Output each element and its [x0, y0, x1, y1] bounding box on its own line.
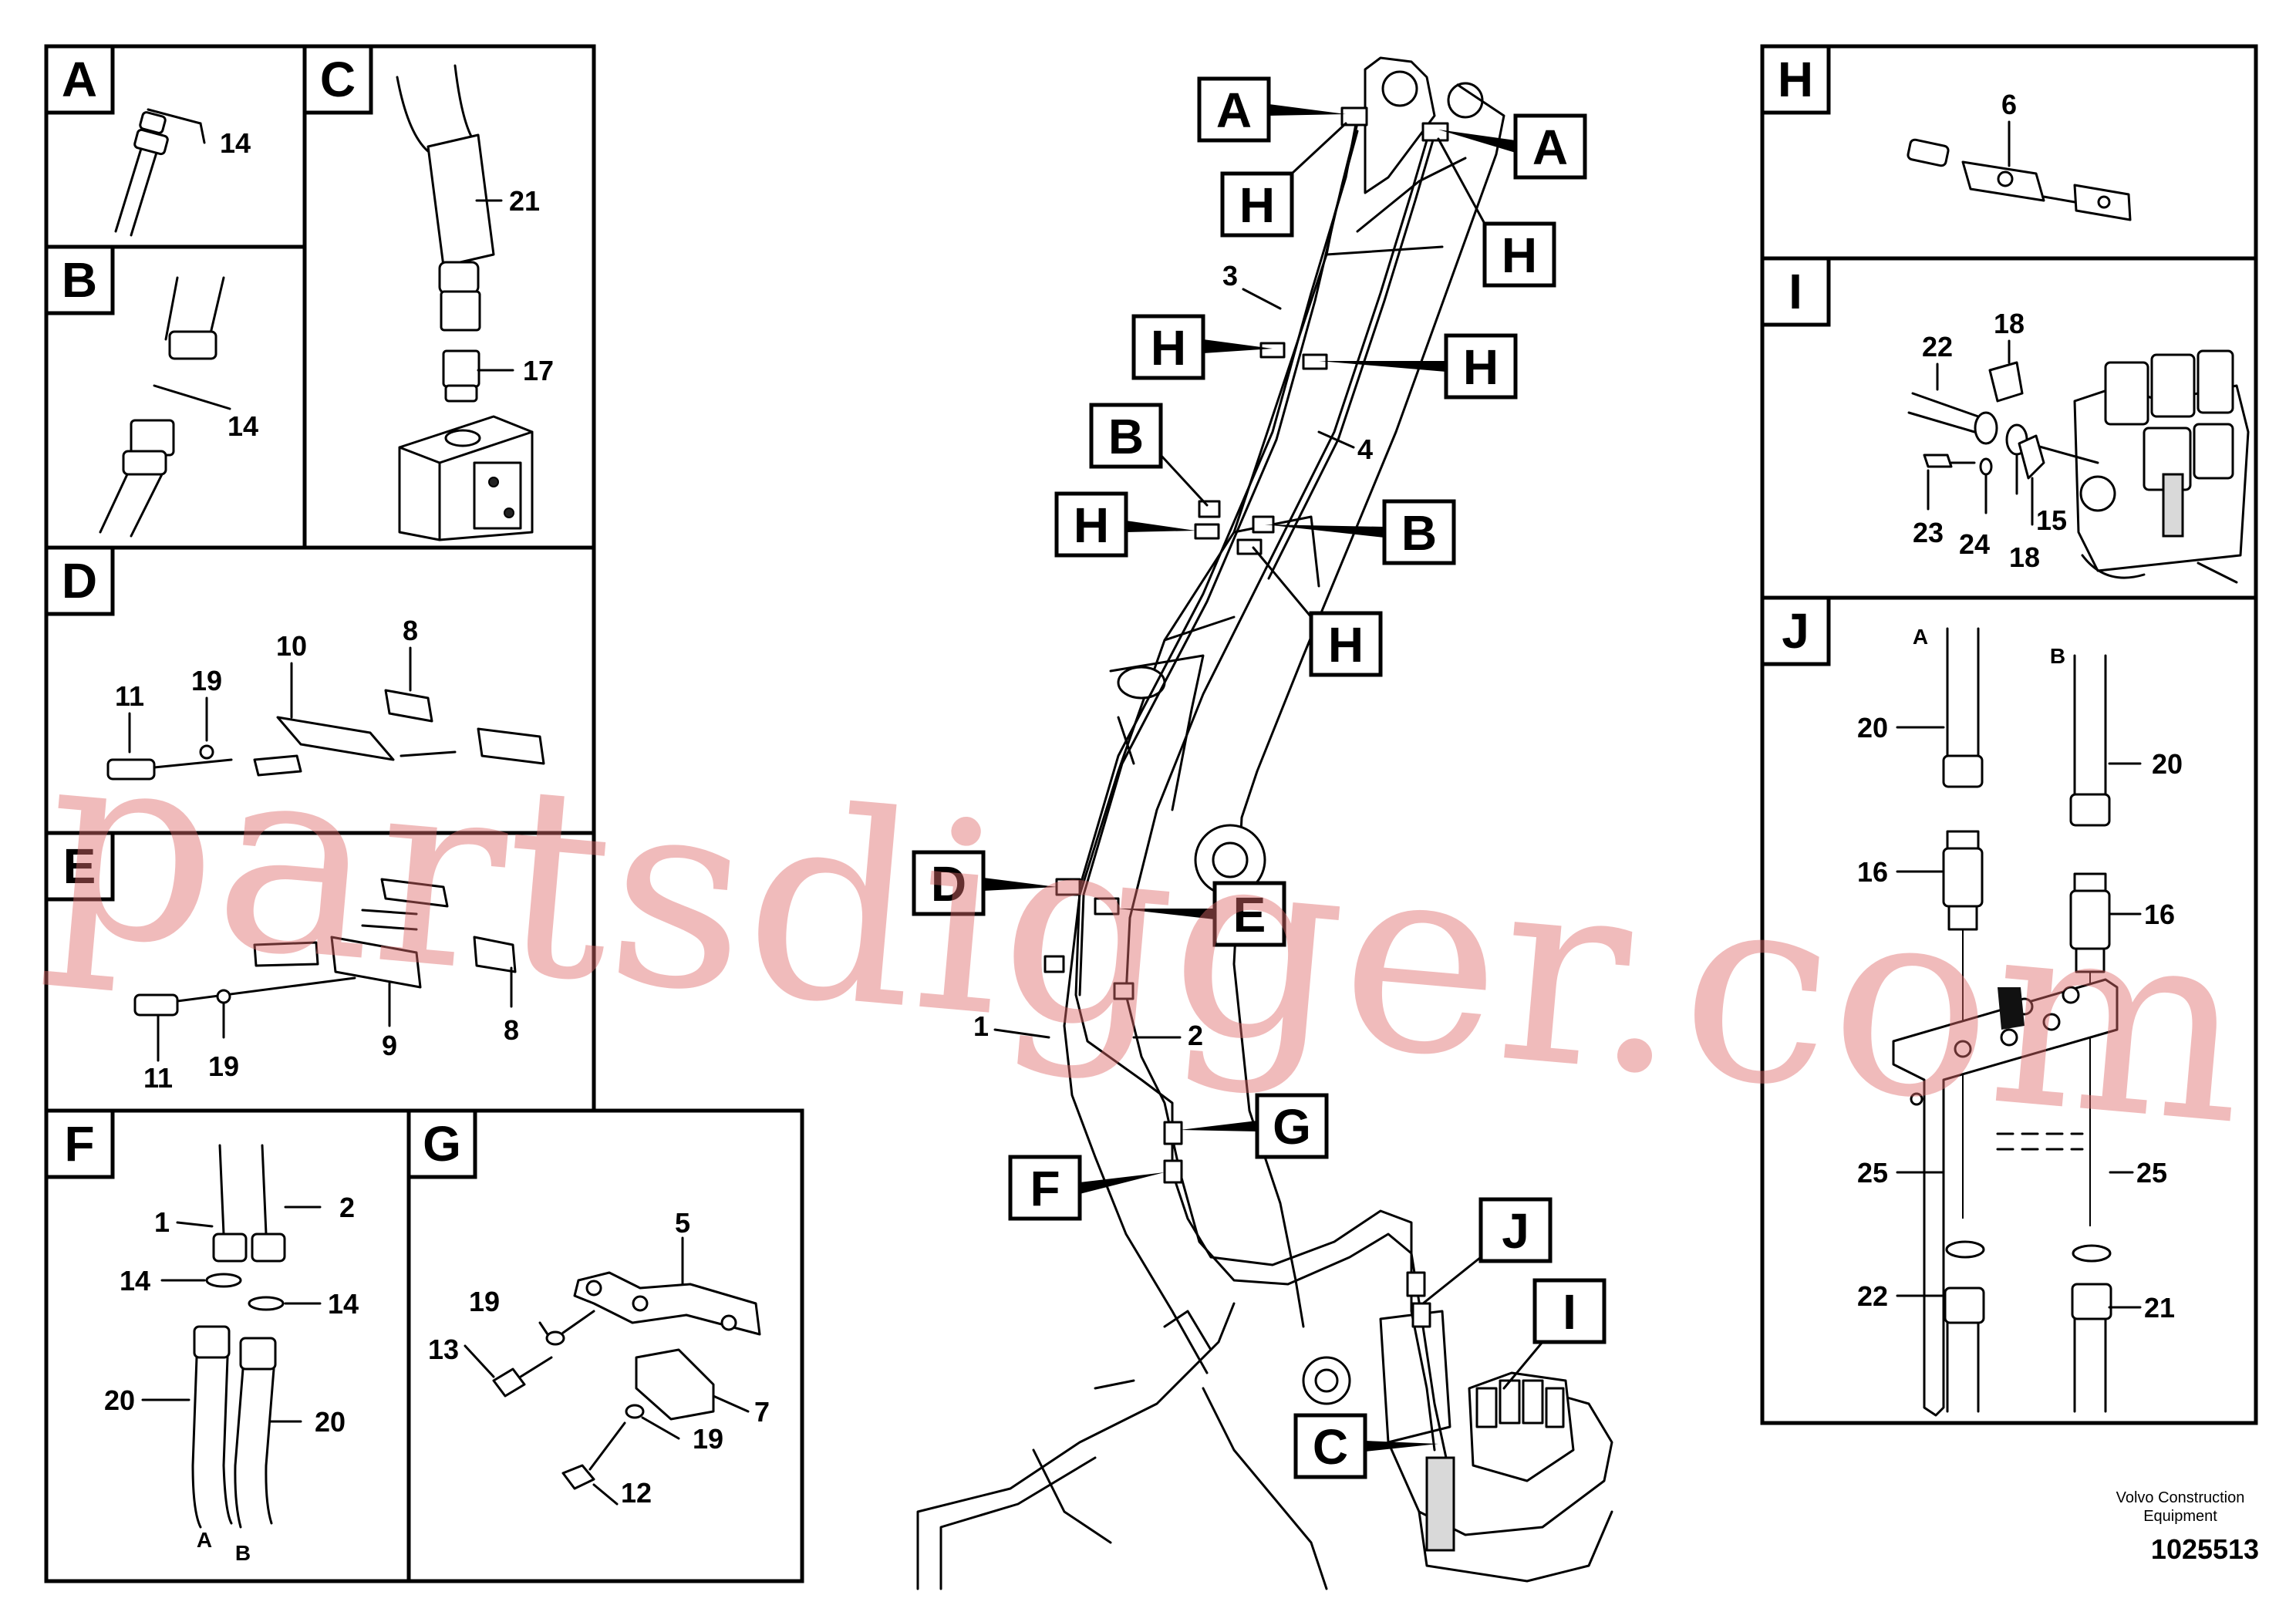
main-boom-view	[916, 56, 1613, 1590]
part-number: 25	[1857, 1157, 1888, 1189]
callout-f: F	[1030, 1161, 1060, 1216]
part-number: 14	[228, 410, 258, 442]
view-letter-j: J	[1782, 603, 1809, 659]
part-number: 19	[693, 1423, 723, 1455]
credit-line-1: Volvo Construction	[2116, 1489, 2245, 1506]
hose-end-label: B	[2050, 644, 2065, 668]
part-number: 8	[504, 1014, 519, 1046]
detail-view-c: C 21 17	[302, 44, 596, 550]
part-number: 20	[315, 1406, 346, 1438]
callout-h: H	[1463, 339, 1499, 395]
detail-view-h: H 6	[1760, 44, 2258, 261]
publisher-credit: Volvo Construction Equipment	[2065, 1489, 2296, 1526]
detail-view-b: B 14	[44, 244, 307, 550]
part-number: 18	[2009, 541, 2040, 573]
part-number: 4	[1357, 433, 1373, 465]
part-number: 23	[1913, 517, 1944, 548]
view-letter-a: A	[62, 52, 97, 107]
detail-view-i: I 18 22 23 24 18 15	[1760, 256, 2258, 600]
hose-end-label: A	[1913, 625, 1928, 649]
part-number: 19	[191, 665, 222, 696]
part-number: 22	[1857, 1280, 1888, 1312]
part-number: 22	[1922, 331, 1953, 363]
part-number: 1	[154, 1206, 170, 1238]
callout-b: B	[1108, 409, 1144, 464]
callout-h: H	[1328, 617, 1364, 673]
part-number: 16	[2144, 899, 2175, 930]
hose-end-label: B	[235, 1541, 251, 1565]
callout-i: I	[1563, 1284, 1576, 1340]
main-view-part-numbers: 3 4 1 2	[973, 260, 1373, 1051]
part-number: 24	[1959, 528, 1990, 560]
part-number: 20	[104, 1384, 135, 1416]
detail-view-g: G 5 19 13 7 19 12	[406, 1108, 804, 1583]
part-number: 14	[120, 1265, 150, 1297]
part-number: 7	[754, 1396, 770, 1428]
part-number: 1	[973, 1010, 989, 1042]
main-view-callouts: A A H H H H B H B H	[912, 76, 1607, 1479]
view-letter-h: H	[1778, 52, 1813, 107]
detail-view-a: A 14	[44, 44, 307, 249]
view-letter-f: F	[64, 1116, 94, 1172]
callout-h: H	[1074, 497, 1109, 553]
drawing-number: 1025513	[2150, 1533, 2260, 1565]
callout-b: B	[1401, 505, 1437, 561]
view-letter-i: I	[1789, 264, 1802, 319]
part-number: 12	[621, 1477, 652, 1509]
callout-a: A	[1216, 83, 1252, 138]
part-number: 6	[2001, 89, 2017, 120]
part-number: 8	[403, 615, 418, 646]
callout-h: H	[1502, 228, 1537, 283]
callout-d: D	[931, 856, 966, 912]
part-number: 14	[328, 1288, 359, 1320]
callout-j: J	[1502, 1203, 1529, 1259]
part-number: 21	[509, 185, 540, 217]
part-number: 11	[143, 1062, 173, 1094]
part-number: 2	[1188, 1020, 1203, 1051]
credit-line-2: Equipment	[2143, 1508, 2217, 1525]
part-number: 16	[1857, 856, 1888, 888]
detail-view-f: F 1 2 14 14 20 20 A B	[44, 1108, 411, 1583]
part-number: 19	[208, 1050, 239, 1082]
part-number: 9	[382, 1030, 397, 1061]
callout-h: H	[1151, 320, 1186, 376]
part-number: 25	[2136, 1157, 2167, 1189]
part-number: 13	[428, 1334, 459, 1365]
callout-a: A	[1532, 120, 1568, 175]
part-number: 2	[339, 1192, 355, 1223]
hose-end-label: A	[197, 1528, 212, 1552]
view-letter-b: B	[62, 252, 97, 308]
detail-view-d: D 10 8 11 19	[44, 545, 596, 835]
part-number: 3	[1222, 260, 1238, 292]
callout-g: G	[1273, 1099, 1311, 1155]
part-number: 21	[2144, 1292, 2175, 1324]
part-number: 18	[1994, 308, 2025, 339]
view-letter-d: D	[62, 553, 97, 609]
callout-h: H	[1239, 177, 1275, 233]
part-number: 20	[1857, 712, 1888, 744]
part-number: 20	[2152, 748, 2183, 780]
detail-view-e: E 9 8 11 19	[44, 831, 596, 1113]
view-letter-g: G	[423, 1116, 461, 1172]
part-number: 17	[523, 355, 554, 386]
part-number: 5	[675, 1207, 690, 1239]
part-number: 14	[220, 127, 251, 159]
callout-c: C	[1313, 1419, 1348, 1475]
part-number: 10	[276, 630, 307, 662]
part-number: 11	[115, 680, 144, 712]
detail-view-j: J A B 20 20 16 16 25 25	[1760, 595, 2258, 1425]
view-letter-e: E	[63, 838, 96, 894]
callout-e: E	[1233, 887, 1266, 943]
part-number: 19	[469, 1286, 500, 1317]
view-letter-c: C	[320, 52, 356, 107]
part-number: 15	[2036, 504, 2067, 536]
